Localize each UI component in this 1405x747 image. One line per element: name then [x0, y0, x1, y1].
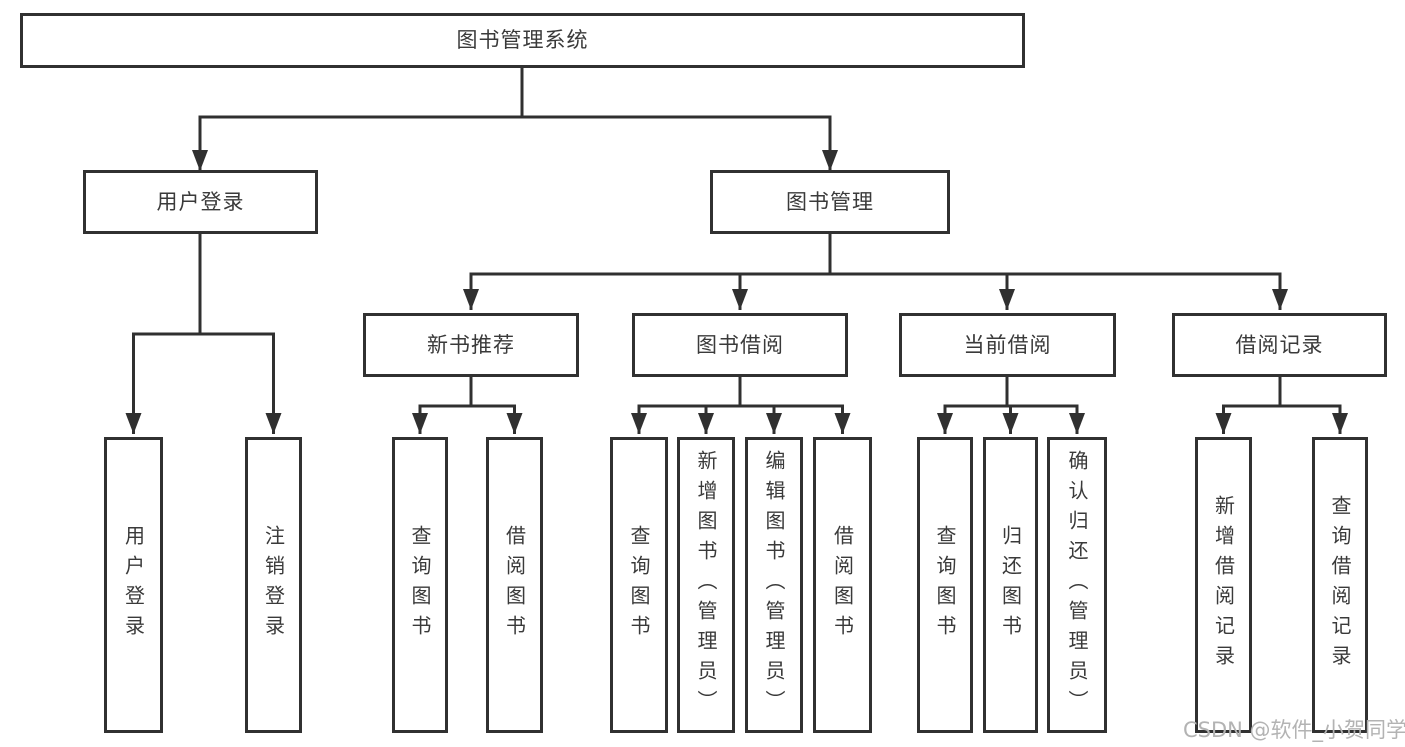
leaf-edit-books-admin: 编辑图书（管理员）	[745, 437, 803, 733]
node-book-borrowing: 图书借阅	[632, 313, 848, 377]
node-user-login: 用户登录	[83, 170, 318, 234]
leaf-query-books-borrow: 查询图书	[610, 437, 668, 733]
node-book-management: 图书管理	[710, 170, 950, 234]
node-new-book-recommendation: 新书推荐	[363, 313, 579, 377]
leaf-query-books-current: 查询图书	[917, 437, 973, 733]
leaf-borrow-books-recommend: 借阅图书	[486, 437, 543, 733]
leaf-borrow-books: 借阅图书	[813, 437, 872, 733]
leaf-query-books-recommend: 查询图书	[392, 437, 448, 733]
leaf-confirm-return-admin: 确认归还（管理员）	[1047, 437, 1107, 733]
node-borrowing-records: 借阅记录	[1172, 313, 1387, 377]
leaf-query-borrow-record: 查询借阅记录	[1312, 437, 1368, 733]
leaf-return-books: 归还图书	[983, 437, 1038, 733]
leaf-add-borrow-record: 新增借阅记录	[1195, 437, 1252, 733]
leaf-logout: 注销登录	[245, 437, 302, 733]
leaf-add-books-admin: 新增图书（管理员）	[677, 437, 735, 733]
leaf-user-login: 用户登录	[104, 437, 163, 733]
node-current-borrowing: 当前借阅	[899, 313, 1116, 377]
node-library-system: 图书管理系统	[20, 13, 1025, 68]
watermark: CSDN @软件_小贺同学	[1183, 718, 1405, 742]
